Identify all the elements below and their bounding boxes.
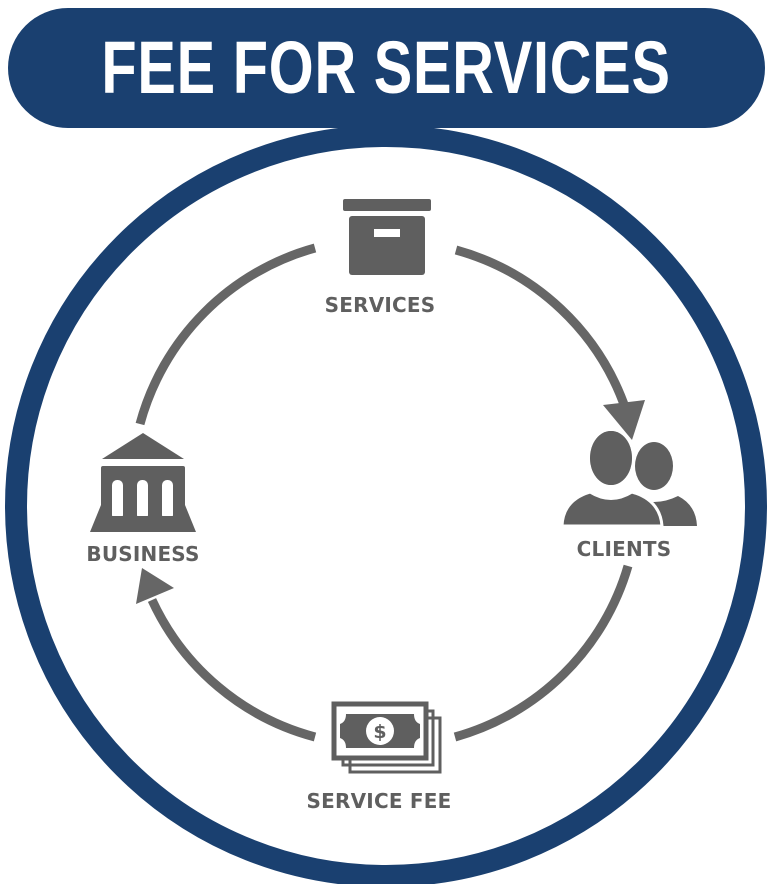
arrowhead-icon <box>136 568 174 604</box>
node-label-service-fee: SERVICE FEE <box>306 789 452 813</box>
flow-arrow-fee-to-business <box>136 568 317 742</box>
bank-building-icon <box>90 433 196 532</box>
flow-line-clients-to-fee <box>453 564 633 742</box>
node-label-business: BUSINESS <box>86 542 200 566</box>
node-label-services: SERVICES <box>324 293 436 317</box>
title-banner: FEE FOR SERVICES <box>8 8 765 128</box>
flow-arrow-services-to-clients <box>454 245 645 440</box>
outer-circle <box>5 125 767 884</box>
dollar-sign-glyph: $ <box>373 721 386 743</box>
archive-box-icon <box>343 199 431 275</box>
node-label-clients: CLIENTS <box>576 537 672 561</box>
banknotes-dollar-icon: $ <box>331 701 442 774</box>
arrowhead-icon <box>603 400 645 440</box>
page-title: FEE FOR SERVICES <box>101 26 672 109</box>
flow-line-business-to-services <box>135 243 317 426</box>
users-icon <box>560 431 697 528</box>
